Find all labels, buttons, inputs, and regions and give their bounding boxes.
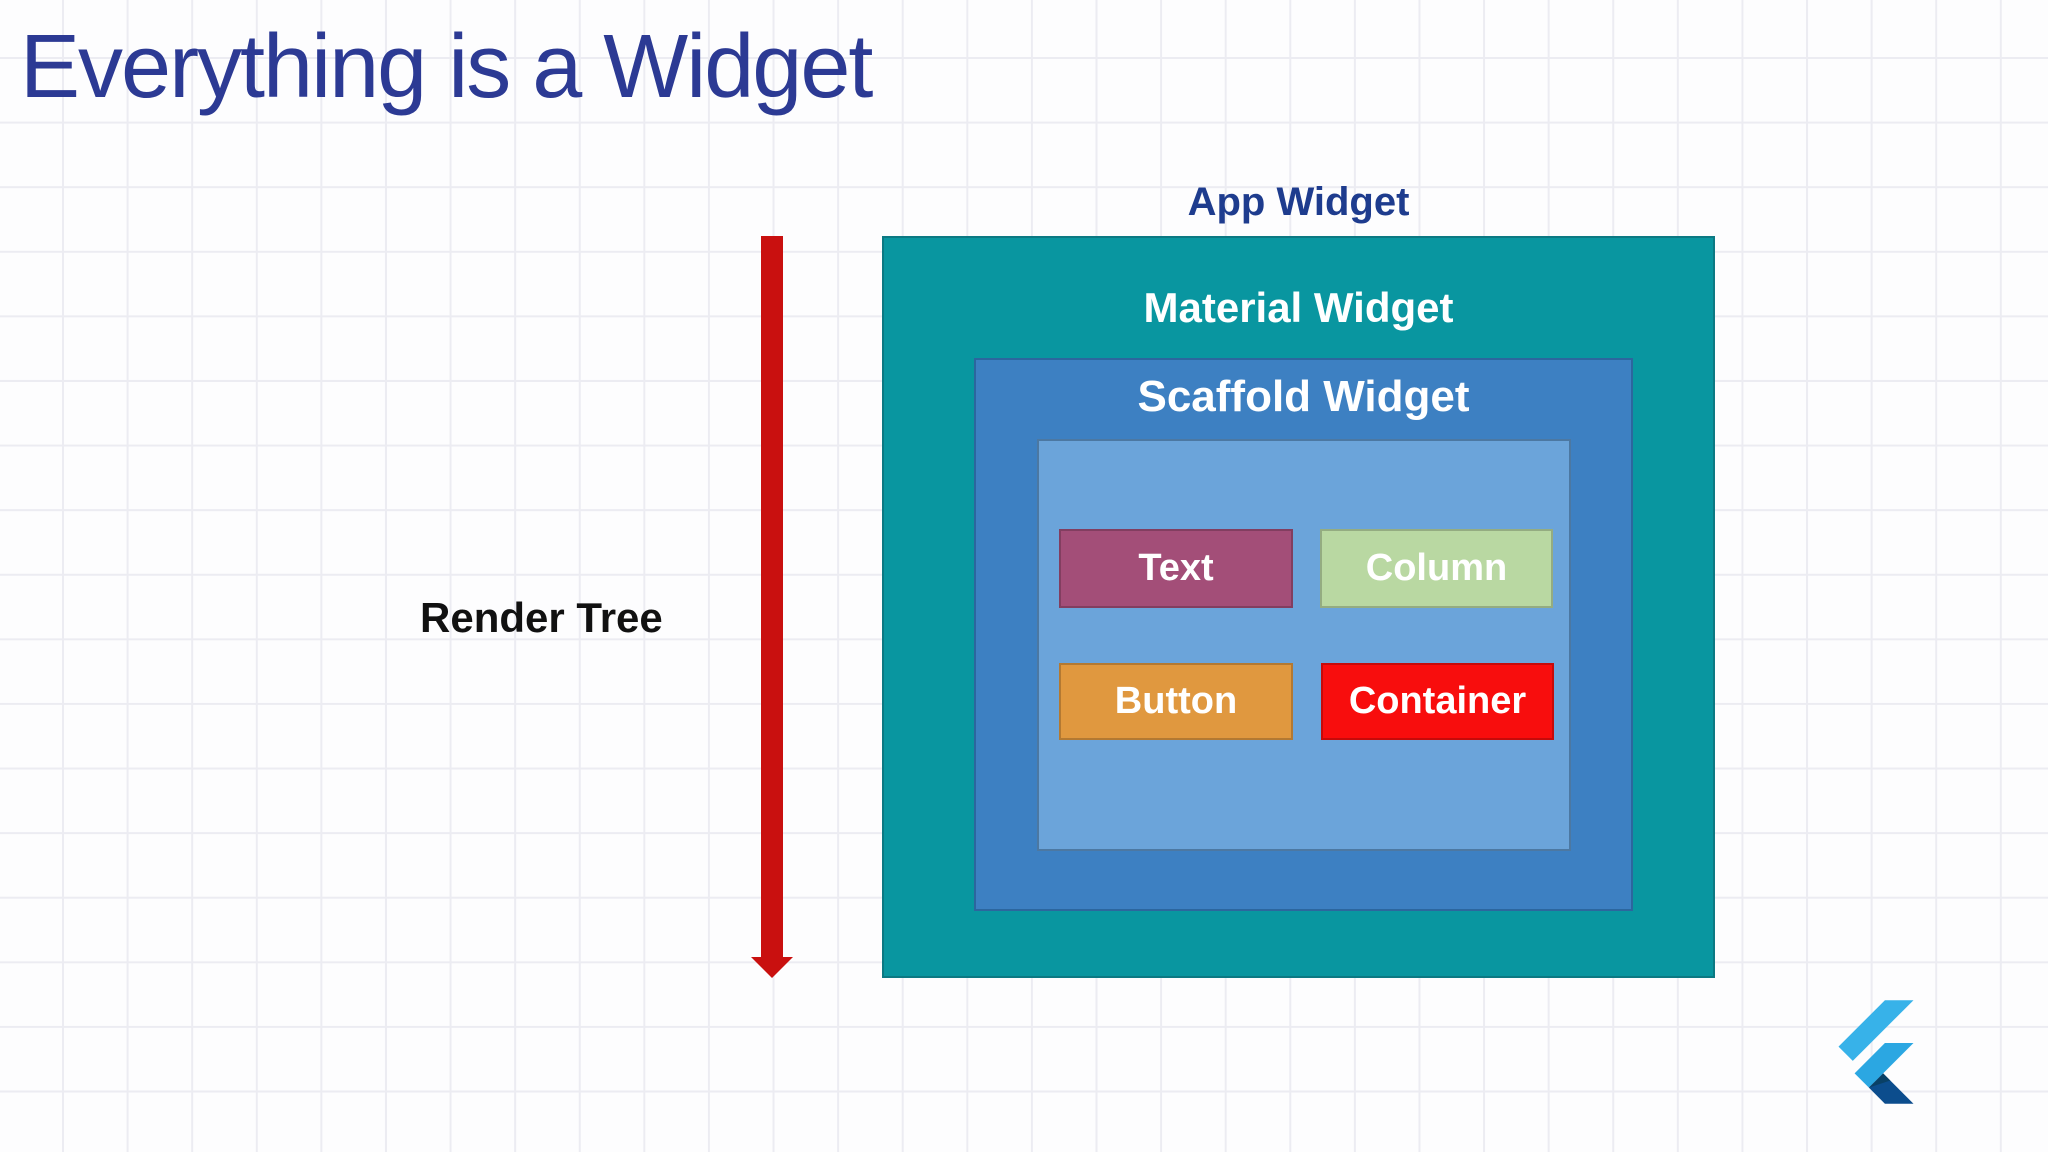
scaffold-widget-box: Scaffold Widget Text Column Button Conta…: [974, 358, 1633, 911]
flutter-logo-icon: [1838, 1000, 1914, 1104]
column-widget-box: Column: [1320, 529, 1553, 608]
app-widget-label: App Widget: [1187, 180, 1410, 224]
button-widget-label: Button: [1114, 680, 1238, 722]
container-widget-box: Container: [1321, 663, 1554, 740]
button-widget-box: Button: [1059, 663, 1293, 740]
scaffold-widget-label: Scaffold Widget: [1137, 372, 1470, 421]
material-widget-label: Material Widget: [1143, 284, 1454, 331]
page-title: Everything is a Widget: [20, 17, 873, 117]
render-tree-label: Render Tree: [420, 594, 663, 641]
app-widget-box: Material Widget Scaffold Widget Text Col…: [882, 236, 1715, 978]
render-tree-arrow-icon: [751, 236, 793, 978]
widget-body-box: Text Column Button Container: [1037, 439, 1571, 851]
container-widget-label: Container: [1348, 680, 1527, 722]
text-widget-box: Text: [1059, 529, 1293, 608]
text-widget-label: Text: [1138, 547, 1214, 589]
column-widget-label: Column: [1365, 547, 1508, 589]
